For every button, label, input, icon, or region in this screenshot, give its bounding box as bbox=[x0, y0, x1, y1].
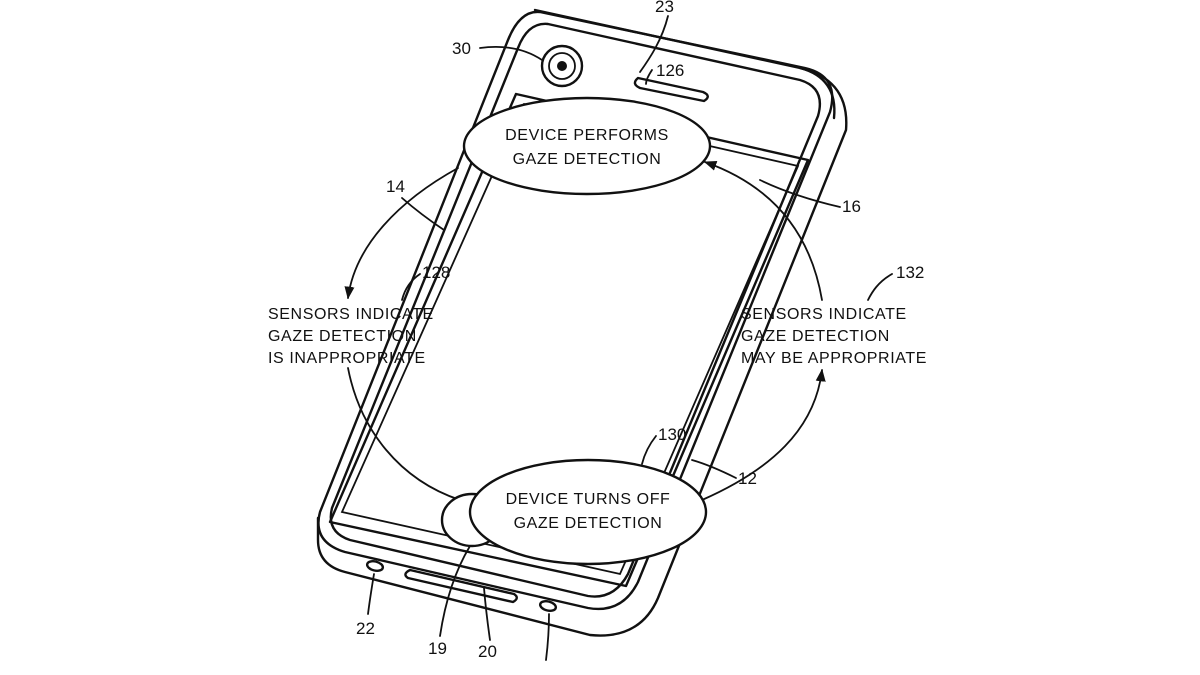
ref-132: 132 bbox=[896, 263, 924, 282]
leader-130 bbox=[641, 435, 657, 465]
ref-16: 16 bbox=[842, 197, 861, 216]
dock-connector bbox=[404, 568, 518, 604]
bubble-turns-off-gaze-detection: DEVICE TURNS OFF GAZE DETECTION bbox=[468, 458, 708, 566]
leader-14 bbox=[401, 197, 445, 231]
ref-128: 128 bbox=[422, 263, 450, 282]
leader-bottom-right-hole bbox=[545, 613, 550, 661]
leader-22 bbox=[367, 573, 375, 615]
leader-128 bbox=[401, 273, 421, 301]
sensor-left-line1: SENSORS INDICATE bbox=[268, 306, 434, 323]
leader-19 bbox=[439, 545, 471, 637]
arrow-right-to-top bbox=[703, 161, 823, 301]
earpiece-slot bbox=[633, 76, 709, 103]
arrow-left-to-bottom bbox=[347, 367, 461, 501]
bubble-bottom-line2: GAZE DETECTION bbox=[514, 515, 663, 532]
sensor-right-line3: MAY BE APPROPRIATE bbox=[741, 350, 927, 367]
bubble-performs-gaze-detection: DEVICE PERFORMS GAZE DETECTION bbox=[462, 96, 712, 196]
ref-12: 12 bbox=[738, 469, 757, 488]
leader-20 bbox=[483, 587, 491, 641]
ref-126: 126 bbox=[656, 61, 684, 80]
leader-30 bbox=[479, 46, 543, 61]
speaker-hole-left bbox=[365, 560, 385, 572]
phone-side-edge bbox=[316, 8, 848, 637]
ref-19: 19 bbox=[428, 639, 447, 658]
leader-132 bbox=[867, 273, 893, 301]
phone-screen bbox=[328, 92, 810, 588]
ref-130: 130 bbox=[658, 425, 686, 444]
leader-126 bbox=[645, 69, 653, 85]
sensor-note-appropriate: SENSORS INDICATE GAZE DETECTION MAY BE A… bbox=[741, 306, 927, 367]
bubble-top-line1: DEVICE PERFORMS bbox=[505, 127, 669, 144]
ref-14: 14 bbox=[386, 177, 405, 196]
phone-inner-bezel bbox=[329, 22, 822, 598]
speaker-hole-right bbox=[538, 600, 558, 612]
ref-20: 20 bbox=[478, 642, 497, 661]
phone-outer-bezel bbox=[317, 10, 834, 611]
reference-numerals: 23 30 126 14 16 128 132 130 12 22 19 20 bbox=[356, 0, 924, 661]
leader-16 bbox=[759, 179, 841, 208]
arrow-bottom-to-right bbox=[701, 368, 826, 501]
sensor-left-line2: GAZE DETECTION bbox=[268, 328, 417, 345]
sensor-right-line1: SENSORS INDICATE bbox=[741, 306, 907, 323]
arrow-top-to-left bbox=[344, 167, 459, 300]
camera-icon bbox=[540, 44, 584, 88]
leader-12 bbox=[691, 459, 737, 479]
ref-30: 30 bbox=[452, 39, 471, 58]
ref-22: 22 bbox=[356, 619, 375, 638]
bubble-bottom-line1: DEVICE TURNS OFF bbox=[506, 491, 671, 508]
ref-23: 23 bbox=[655, 0, 674, 16]
leader-23 bbox=[639, 15, 669, 73]
sensor-note-inappropriate: SENSORS INDICATE GAZE DETECTION IS INAPP… bbox=[268, 306, 434, 367]
phone-back-corner bbox=[798, 66, 836, 120]
sensor-right-line2: GAZE DETECTION bbox=[741, 328, 890, 345]
bubble-top-line2: GAZE DETECTION bbox=[513, 151, 662, 168]
sensor-left-line3: IS INAPPROPRIATE bbox=[268, 350, 426, 367]
